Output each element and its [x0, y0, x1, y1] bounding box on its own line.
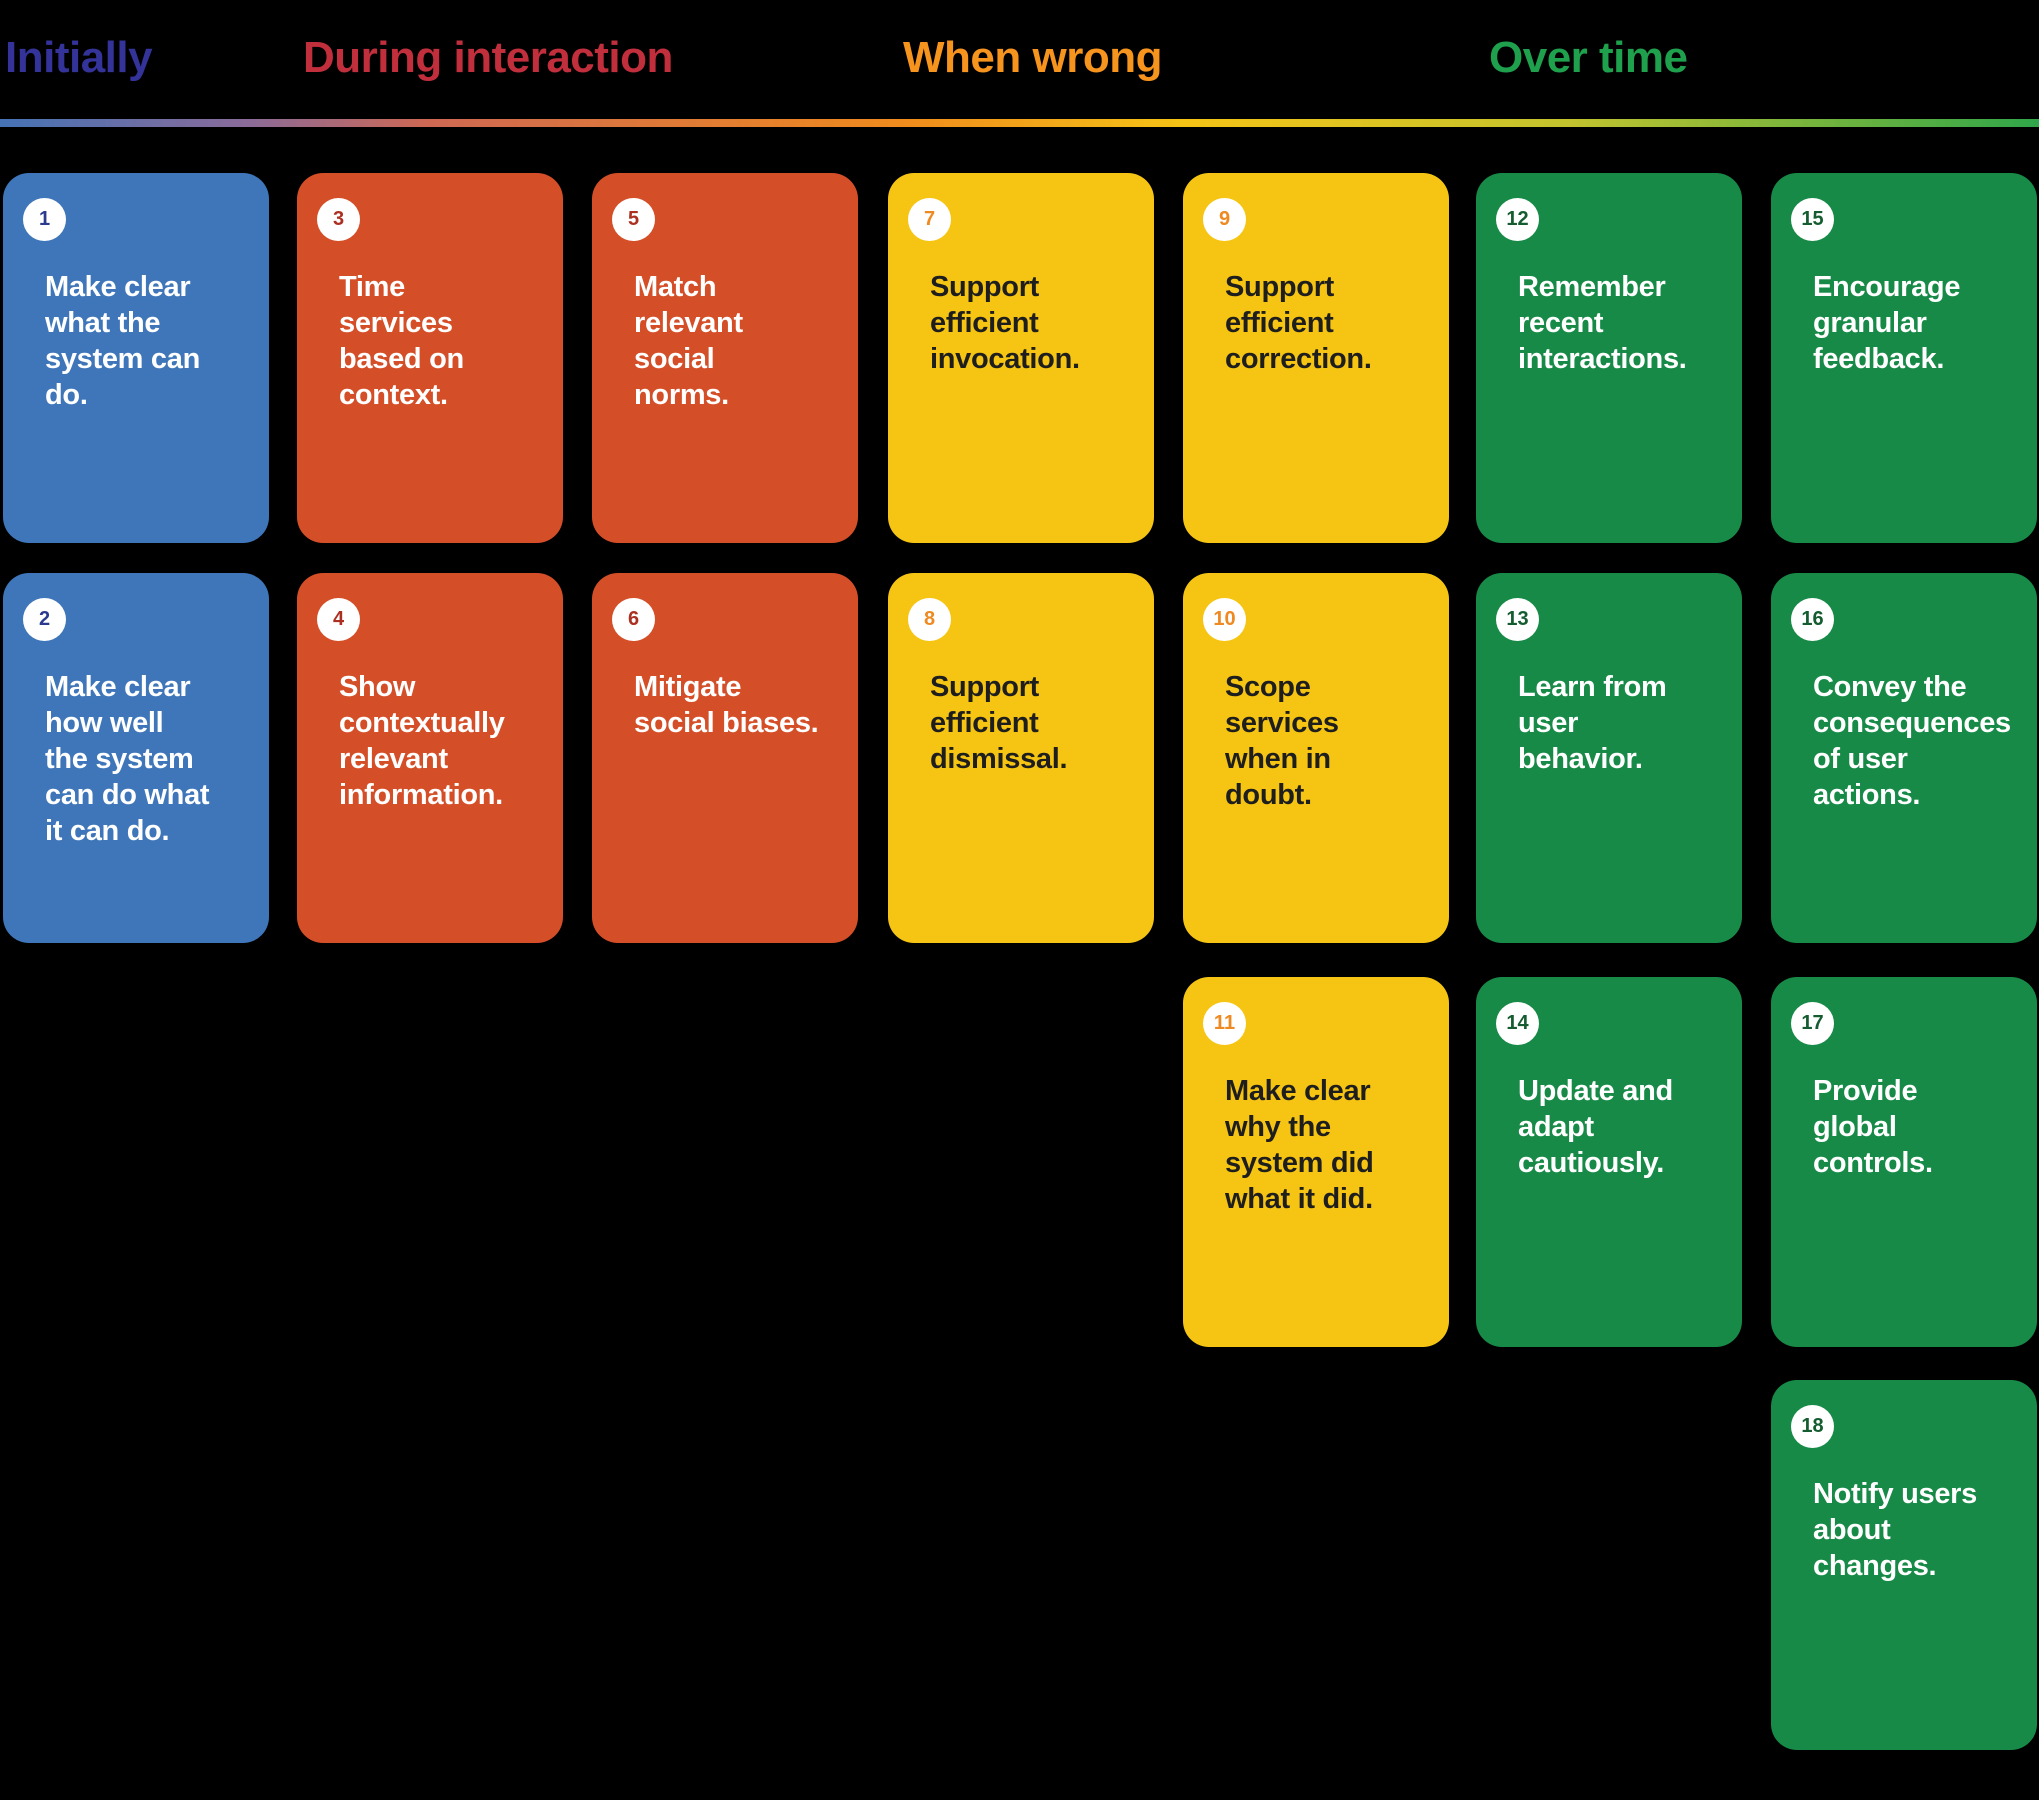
card-5-match-social-norms[interactable]: 5 Match relevant social norms.	[592, 173, 858, 543]
card-number-badge: 3	[317, 198, 360, 241]
column-header-during-interaction: During interaction	[303, 33, 673, 82]
card-4-show-contextually-relevant[interactable]: 4 Show contextually relevant information…	[297, 573, 563, 943]
card-number: 12	[1506, 208, 1529, 230]
card-text: Match relevant social norms.	[634, 271, 743, 411]
card-text: Convey the consequences of user actions.	[1813, 671, 2011, 811]
card-15-encourage-granular-feedback[interactable]: 15 Encourage granular feedback.	[1771, 173, 2037, 543]
card-number: 5	[627, 208, 640, 230]
card-number-badge: 4	[317, 598, 360, 641]
card-text: Show contextually relevant information.	[339, 671, 505, 811]
card-number-badge: 2	[23, 598, 66, 641]
card-number: 13	[1506, 608, 1529, 630]
card-text: Encourage granular feedback.	[1813, 271, 1961, 375]
card-6-mitigate-social-biases[interactable]: 6 Mitigate social biases.	[592, 573, 858, 943]
card-text: Scope services when in doubt.	[1225, 671, 1339, 811]
card-12-remember-recent-interactions[interactable]: 12 Remember recent interactions.	[1476, 173, 1742, 543]
column-header-initially: Initially	[5, 33, 153, 82]
card-3-time-services[interactable]: 3 Time services based on context.	[297, 173, 563, 543]
card-1-make-clear-what-system-can-do[interactable]: 1 Make clear what the system can do.	[3, 173, 269, 543]
column-header-when-wrong: When wrong	[903, 33, 1162, 82]
card-number-badge: 7	[908, 198, 951, 241]
card-number: 10	[1213, 608, 1236, 630]
card-number: 15	[1801, 208, 1824, 230]
card-number-badge: 6	[612, 598, 655, 641]
card-number: 1	[38, 208, 51, 230]
card-number: 4	[332, 608, 345, 630]
card-13-learn-from-user-behavior[interactable]: 13 Learn from user behavior.	[1476, 573, 1742, 943]
card-18-notify-users-about-changes[interactable]: 18 Notify users about changes.	[1771, 1380, 2037, 1750]
card-text: Update and adapt cautiously.	[1518, 1075, 1673, 1179]
card-number: 17	[1801, 1012, 1824, 1034]
card-7-support-efficient-invocation[interactable]: 7 Support efficient invocation.	[888, 173, 1154, 543]
card-number-badge: 5	[612, 198, 655, 241]
card-number-badge: 10	[1203, 598, 1246, 641]
card-14-update-and-adapt-cautiously[interactable]: 14 Update and adapt cautiously.	[1476, 977, 1742, 1347]
card-number: 6	[627, 608, 640, 630]
card-number: 9	[1218, 208, 1231, 230]
card-text: Learn from user behavior.	[1518, 671, 1667, 775]
card-number: 16	[1801, 608, 1824, 630]
card-number: 8	[923, 608, 936, 630]
card-number-badge: 8	[908, 598, 951, 641]
card-number-badge: 11	[1203, 1002, 1246, 1045]
card-text: Support efficient correction.	[1225, 271, 1372, 375]
card-number: 14	[1506, 1012, 1529, 1034]
card-number-badge: 18	[1791, 1405, 1834, 1448]
card-number-badge: 12	[1496, 198, 1539, 241]
gradient-divider-bar	[0, 119, 2039, 127]
card-number-badge: 14	[1496, 1002, 1539, 1045]
card-number-badge: 15	[1791, 198, 1834, 241]
card-2-make-clear-how-well[interactable]: 2 Make clear how well the system can do …	[3, 573, 269, 943]
card-number-badge: 9	[1203, 198, 1246, 241]
card-text: Support efficient invocation.	[930, 271, 1080, 375]
card-number-badge: 17	[1791, 1002, 1834, 1045]
card-16-convey-consequences[interactable]: 16 Convey the consequences of user actio…	[1771, 573, 2037, 943]
card-8-support-efficient-dismissal[interactable]: 8 Support efficient dismissal.	[888, 573, 1154, 943]
card-text: Provide global controls.	[1813, 1075, 1933, 1179]
card-text: Support efficient dismissal.	[930, 671, 1068, 775]
column-header-over-time: Over time	[1489, 33, 1688, 82]
card-10-scope-services-when-in-doubt[interactable]: 10 Scope services when in doubt.	[1183, 573, 1449, 943]
card-number-badge: 16	[1791, 598, 1834, 641]
card-text: Make clear why the system did what it di…	[1225, 1075, 1374, 1215]
card-text: Make clear how well the system can do wh…	[45, 671, 210, 847]
card-number: 3	[332, 208, 345, 230]
card-text: Make clear what the system can do.	[45, 271, 200, 411]
card-text: Time services based on context.	[339, 271, 464, 411]
card-number: 18	[1801, 1415, 1824, 1437]
card-number-badge: 13	[1496, 598, 1539, 641]
card-number: 11	[1213, 1012, 1236, 1034]
card-9-support-efficient-correction[interactable]: 9 Support efficient correction.	[1183, 173, 1449, 543]
card-11-make-clear-why-system-did[interactable]: 11 Make clear why the system did what it…	[1183, 977, 1449, 1347]
card-text: Notify users about changes.	[1813, 1478, 1977, 1582]
card-text: Mitigate social biases.	[634, 671, 819, 739]
card-number: 7	[923, 208, 936, 230]
card-17-provide-global-controls[interactable]: 17 Provide global controls.	[1771, 977, 2037, 1347]
card-text: Remember recent interactions.	[1518, 271, 1687, 375]
card-number: 2	[38, 608, 51, 630]
card-number-badge: 1	[23, 198, 66, 241]
